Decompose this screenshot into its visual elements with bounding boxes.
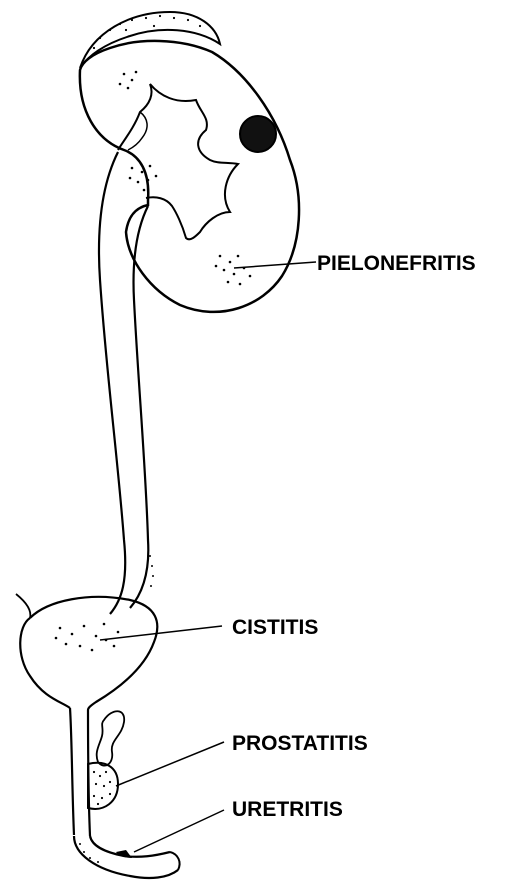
urethritis-label: URETRITIS [232,798,343,821]
prostatitis-label: PROSTATITIS [232,732,368,755]
cystitis-label: CISTITIS [232,616,318,639]
pyelonephritis-label: PIELONEFRITIS [317,252,476,275]
prostate [88,763,118,809]
kidney-stone-icon [240,116,276,152]
urethritis-leader [134,810,224,852]
prostatitis-leader [116,742,224,786]
pyelonephritis-leader [234,262,316,268]
ureter [99,152,154,614]
kidney-stipple [119,71,252,286]
urethra [70,708,180,878]
bladder [16,594,157,710]
seminal-vesicle [97,711,125,765]
